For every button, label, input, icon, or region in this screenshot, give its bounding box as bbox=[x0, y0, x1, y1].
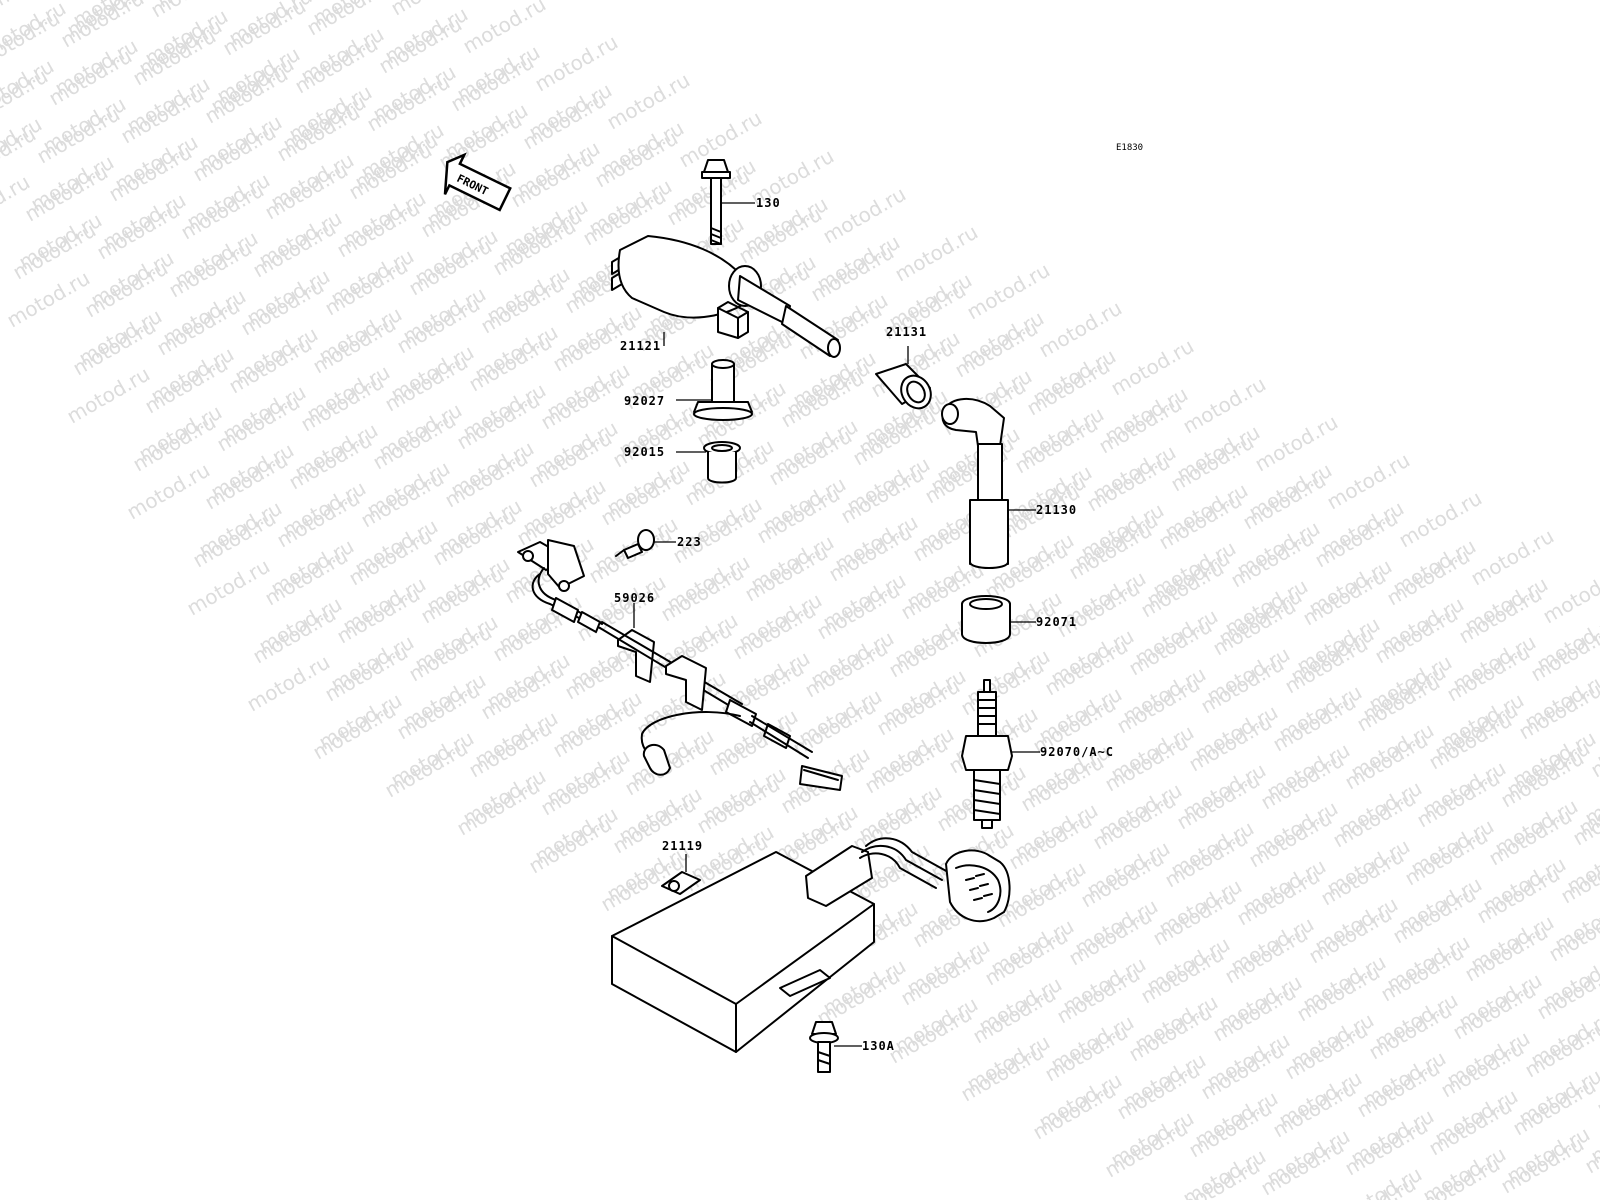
part-label-21131: 21131 bbox=[886, 325, 927, 339]
washer-92071[interactable] bbox=[961, 595, 1011, 644]
part-label-59026: 59026 bbox=[614, 591, 655, 605]
cap-21131[interactable] bbox=[875, 363, 937, 414]
ignition-coil-21121[interactable] bbox=[611, 235, 841, 358]
watermark-text: motod.ru bbox=[1413, 1152, 1504, 1200]
bolt-130a[interactable] bbox=[809, 1021, 839, 1073]
watermark-text: motod.ru bbox=[1173, 1154, 1264, 1200]
spark-plug-cap-21130[interactable] bbox=[941, 398, 1009, 569]
spark-plug-92070[interactable] bbox=[961, 679, 1013, 829]
igniter-21119[interactable] bbox=[611, 837, 1011, 1053]
sensor-harness-59026[interactable] bbox=[517, 539, 843, 791]
diagram-code: E1830 bbox=[1116, 143, 1143, 153]
part-label-92071: 92071 bbox=[1036, 615, 1077, 629]
watermark-text: motod.ru bbox=[1539, 562, 1600, 629]
part-label-92015: 92015 bbox=[624, 445, 665, 459]
part-label-223: 223 bbox=[677, 535, 702, 549]
collar-92027[interactable] bbox=[693, 359, 753, 421]
part-label-130: 130 bbox=[756, 196, 781, 210]
part-label-21121: 21121 bbox=[620, 339, 661, 353]
part-label-92070: 92070/A~C bbox=[1040, 745, 1114, 759]
screw-223[interactable] bbox=[615, 529, 655, 559]
grommet-92015[interactable] bbox=[703, 441, 741, 484]
part-label-92027: 92027 bbox=[624, 394, 665, 408]
part-label-21130: 21130 bbox=[1036, 503, 1077, 517]
bolt-130[interactable] bbox=[701, 159, 731, 245]
part-label-130a: 130A bbox=[862, 1039, 895, 1053]
part-label-21119: 21119 bbox=[662, 839, 703, 853]
